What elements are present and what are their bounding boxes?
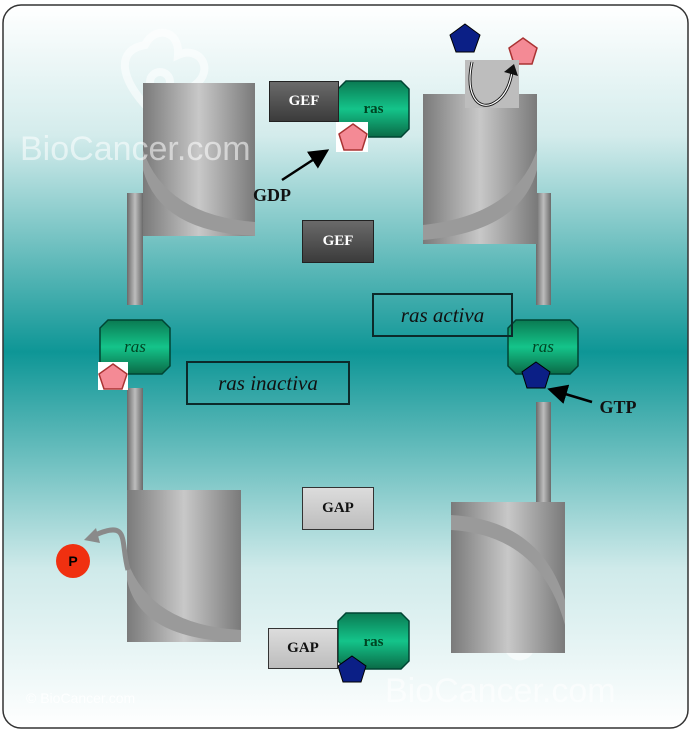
connector-bar-left-top [127,193,143,305]
ras-bottom-label: ras [363,633,384,650]
gap-center-label: GAP [322,500,354,516]
ras-left-label: ras [124,337,146,356]
curved-arrow-top-left [143,83,255,236]
ras-inactiva-box: ras inactiva [186,361,350,405]
ras-block-right [507,319,579,375]
gef-top-label: GEF [288,93,320,109]
gdp-pentagon-top [336,122,368,152]
gtp-pentagon-right [521,361,551,389]
curved-arrow-bottom-right [451,502,565,653]
curved-arrow-bottom-left [127,490,241,642]
ras-activa-box: ras activa [372,293,513,337]
phosphate-release-arrow [94,527,131,571]
gdp-pointer-arrow [281,149,330,182]
connector-bar-right-top [536,193,551,305]
gtp-pointer-arrow [547,384,593,404]
gef-center-box: GEF [302,220,374,263]
ras-inactiva-label: ras inactiva [218,370,318,395]
ras-activa-label: ras activa [400,302,485,327]
curved-arrow-top-right [423,94,537,244]
ras-block-left [99,319,171,375]
exchange-arrow [465,60,519,108]
gef-top-box: GEF [269,81,339,122]
ras-block-bottom [337,612,410,670]
watermark-text-bottom: BioCancer.com [385,672,616,710]
phosphate-label: P [68,553,78,569]
gap-bottom-label: GAP [287,640,319,656]
ras-right-label: ras [532,337,554,356]
gtp-pentagon-bottom [337,655,367,683]
connector-bar-left-bottom [127,388,143,493]
gap-bottom-box: GAP [268,628,338,669]
phosphate-arrow-head [84,528,100,543]
gdp-pentagon-left [98,362,128,390]
connector-bar-right-bottom [536,402,551,502]
copyright-text: © BioCancer.com [26,690,136,706]
gtp-label: GTP [599,396,637,417]
gap-center-box: GAP [302,487,374,530]
watermark-text-top: BioCancer.com [20,130,251,168]
gdp-label: GDP [253,184,291,205]
gef-center-label: GEF [322,233,354,249]
phosphate-circle [56,544,90,578]
gdp-pentagon-released [508,37,538,65]
gtp-pentagon-top [449,23,481,53]
ras-top-label: ras [363,100,384,117]
